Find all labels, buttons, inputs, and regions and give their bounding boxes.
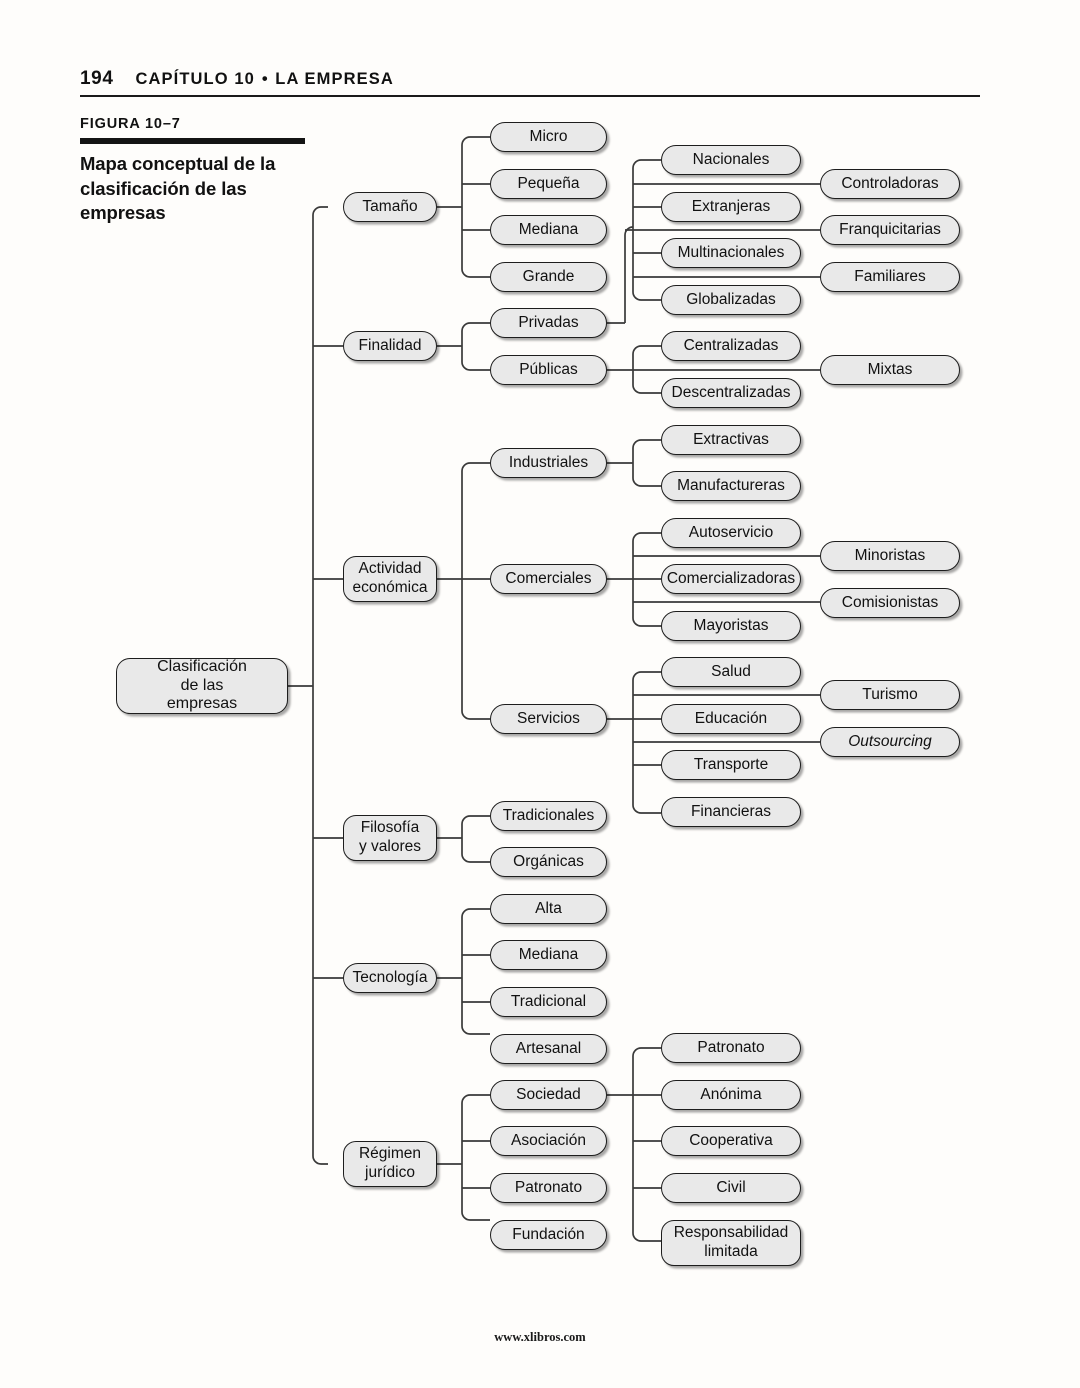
node-asociacion[interactable]: Asociación: [490, 1126, 607, 1156]
node-globalizadas[interactable]: Globalizadas: [661, 285, 801, 315]
node-mediana-tecnologia[interactable]: Mediana: [490, 940, 607, 970]
node-artesanal[interactable]: Artesanal: [490, 1034, 607, 1064]
node-fundacion[interactable]: Fundación: [490, 1220, 607, 1250]
node-patronato-sociedad[interactable]: Patronato: [661, 1033, 801, 1063]
node-centralizadas[interactable]: Centralizadas: [661, 331, 801, 361]
node-tradicional[interactable]: Tradicional: [490, 987, 607, 1017]
node-educacion[interactable]: Educación: [661, 704, 801, 734]
node-extranjeras[interactable]: Extranjeras: [661, 192, 801, 222]
node-mixtas[interactable]: Mixtas: [820, 355, 960, 385]
figure-label: FIGURA 10–7: [80, 116, 181, 132]
node-comisionistas[interactable]: Comisionistas: [820, 588, 960, 618]
node-alta[interactable]: Alta: [490, 894, 607, 924]
footer-url: www.xlibros.com: [494, 1330, 586, 1344]
node-pequena[interactable]: Pequeña: [490, 169, 607, 199]
node-manufactureras[interactable]: Manufactureras: [661, 471, 801, 501]
node-grande[interactable]: Grande: [490, 262, 607, 292]
figure-title: Mapa conceptual de la clasificación de l…: [80, 153, 276, 224]
node-tecnologia[interactable]: Tecnología: [343, 963, 437, 993]
node-sociedad[interactable]: Sociedad: [490, 1080, 607, 1110]
figure-bar: [80, 138, 305, 144]
node-finalidad[interactable]: Finalidad: [343, 331, 437, 361]
page-number: 194: [80, 68, 114, 89]
node-salud[interactable]: Salud: [661, 657, 801, 687]
node-turismo[interactable]: Turismo: [820, 680, 960, 710]
node-civil[interactable]: Civil: [661, 1173, 801, 1203]
running-head: 194 CAPÍTULO 10 • LA EMPRESA: [80, 68, 394, 90]
node-tamano[interactable]: Tamaño: [343, 192, 437, 222]
node-financieras[interactable]: Financieras: [661, 797, 801, 827]
node-autoservicio[interactable]: Autoservicio: [661, 518, 801, 548]
node-industriales[interactable]: Industriales: [490, 448, 607, 478]
node-transporte[interactable]: Transporte: [661, 750, 801, 780]
node-outsourcing[interactable]: Outsourcing: [820, 727, 960, 757]
node-micro[interactable]: Micro: [490, 122, 607, 152]
node-nacionales[interactable]: Nacionales: [661, 145, 801, 175]
node-anonima[interactable]: Anónima: [661, 1080, 801, 1110]
section-label: LA EMPRESA: [275, 70, 394, 88]
node-publicas[interactable]: Públicas: [490, 355, 607, 385]
node-mediana-tamano[interactable]: Mediana: [490, 215, 607, 245]
node-multinacionales[interactable]: Multinacionales: [661, 238, 801, 268]
node-controladoras[interactable]: Controladoras: [820, 169, 960, 199]
node-comerciales[interactable]: Comerciales: [490, 564, 607, 594]
node-mayoristas[interactable]: Mayoristas: [661, 611, 801, 641]
node-organicas[interactable]: Orgánicas: [490, 847, 607, 877]
node-comercializadoras[interactable]: Comercializadoras: [661, 564, 801, 594]
node-tradicionales[interactable]: Tradicionales: [490, 801, 607, 831]
node-servicios[interactable]: Servicios: [490, 704, 607, 734]
node-cooperativa[interactable]: Cooperativa: [661, 1126, 801, 1156]
header-rule: [80, 95, 980, 97]
node-descentralizadas[interactable]: Descentralizadas: [661, 378, 801, 408]
node-privadas[interactable]: Privadas: [490, 308, 607, 338]
node-extractivas[interactable]: Extractivas: [661, 425, 801, 455]
node-patronato-regimen[interactable]: Patronato: [490, 1173, 607, 1203]
header-separator: •: [261, 70, 269, 88]
node-franquicitarias[interactable]: Franquicitarias: [820, 215, 960, 245]
chapter-label: CAPÍTULO 10: [135, 70, 255, 88]
node-minoristas[interactable]: Minoristas: [820, 541, 960, 571]
node-familiares[interactable]: Familiares: [820, 262, 960, 292]
